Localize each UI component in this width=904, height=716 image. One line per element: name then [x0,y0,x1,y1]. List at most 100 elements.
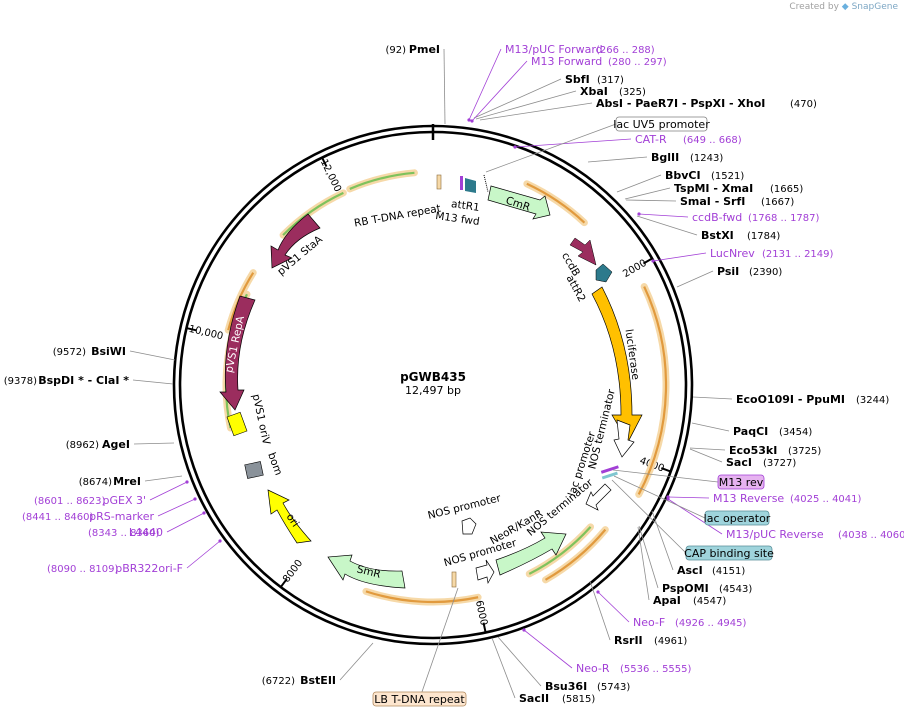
primer-leader [149,481,188,501]
primer-leader [667,496,710,499]
site-leader [651,510,674,571]
site-name: PmeI [409,43,440,56]
site-position: (470) [790,99,817,110]
primer-position: (8090 .. 8109) [47,564,119,575]
site-leader [616,174,662,193]
primer-mark [218,539,222,543]
bom-label: bom [265,451,284,477]
site-name: PspOMI [662,582,709,595]
site-position: (9572) [53,347,86,358]
pvs1-oriv-shape [226,411,248,437]
orf-arc-glow [346,169,418,193]
cmr-arrow [487,185,551,220]
site-leader [692,396,733,400]
site-leader [689,447,726,451]
smr-label: SmR [356,563,382,580]
primer-mark [596,590,600,594]
site-name: Eco53kI [729,444,777,457]
feature-box [717,474,765,490]
site-name: TspMI - XmaI [674,182,753,195]
site-leader [144,475,183,482]
primer-mark [467,118,471,122]
primer-leader [597,591,630,623]
nos-terminator-2-arrow [585,483,612,511]
orf-arc [637,286,668,495]
primer-leader [157,498,196,517]
site-position: (3244) [856,395,889,406]
primer-position: (8601 .. 8623) [34,496,106,507]
primer-position: (266 .. 288) [596,45,655,56]
feature-box-label: M13 rev [719,476,764,489]
site-position: (5743) [597,682,630,693]
tick-mark [642,257,653,265]
credit-brand: SnapGene [851,2,898,12]
site-leader [475,90,577,120]
primer-position: (4926 .. 4945) [675,618,747,629]
nos-terminator-1-arrow [613,419,635,458]
site-leader [637,526,650,601]
site-leader [625,199,677,202]
primer-mark [666,497,670,501]
primer-name: M13/pUC Reverse [726,528,824,541]
site-position: (9378) [4,376,37,387]
site-position: (325) [619,87,646,98]
site-name: BspDI * - ClaI * [38,374,129,387]
site-leader [473,78,562,119]
primer-position: (8441 .. 8460) [22,512,94,523]
tick-mark [661,467,672,473]
lac-operator-mark [601,471,618,480]
rb-repeat-label: RB T-DNA repeat [353,203,442,230]
snapgene-credit: Created by ◆ SnapGene [789,2,898,12]
primer-name: pBR322ori-F [115,562,183,575]
site-leader [589,580,611,641]
primer-mark [522,628,526,632]
nos-promoter-2-shape [475,559,495,585]
primer-leader [652,252,707,262]
site-name: PaqCI [733,425,768,438]
primer-position: (280 .. 297) [608,57,667,68]
orf-arc [526,182,586,224]
site-leader [638,525,659,589]
feature-leader [613,475,706,519]
feature-box-label: lac UV5 promoter [613,118,710,131]
ccdb-arrow [569,237,597,266]
smr-arrow [327,554,406,589]
primer-name: L4440 [129,526,163,539]
neokanr-arrow [495,531,567,576]
primer-leader [186,540,221,569]
site-name: AgeI [102,438,130,451]
site-name: BstEII [300,674,336,687]
tick-mark [321,157,328,168]
site-name: PsiI [717,265,739,278]
tick-label: 12,000 [318,158,343,194]
snapgene-logo-icon: ◆ [841,2,849,12]
site-leader [624,187,671,200]
pvs1-repa-arrow [219,295,256,411]
feature-box-label: LB T-DNA repeat [374,693,465,706]
site-leader [491,637,516,699]
primer-name: pRS-marker [89,510,154,523]
site-position: (8962) [66,440,99,451]
feature-box-label: CAP binding site [684,547,774,560]
site-name: SacII [519,692,549,705]
site-position: (8674) [79,477,112,488]
feature-leader [485,123,617,173]
primer-mark [651,259,655,263]
site-name: RsrII [614,634,643,647]
pvs1-oriv-label: pVS1 oriV [250,393,273,447]
feature-leader [612,469,719,483]
nos-promoter-1-shape [461,517,477,535]
primer-mark [637,212,641,216]
primer-leader [471,60,528,122]
site-position: (1521) [711,171,744,182]
site-position: (1667) [761,197,794,208]
primer-leader [166,512,205,533]
site-leader [587,156,648,163]
site-leader [497,636,542,687]
primer-name: Neo-R [576,662,610,675]
site-leader [691,422,730,432]
primer-name: M13/pUC Forward [505,43,603,56]
site-name: AscI [677,564,703,577]
tick-mark [186,327,197,332]
